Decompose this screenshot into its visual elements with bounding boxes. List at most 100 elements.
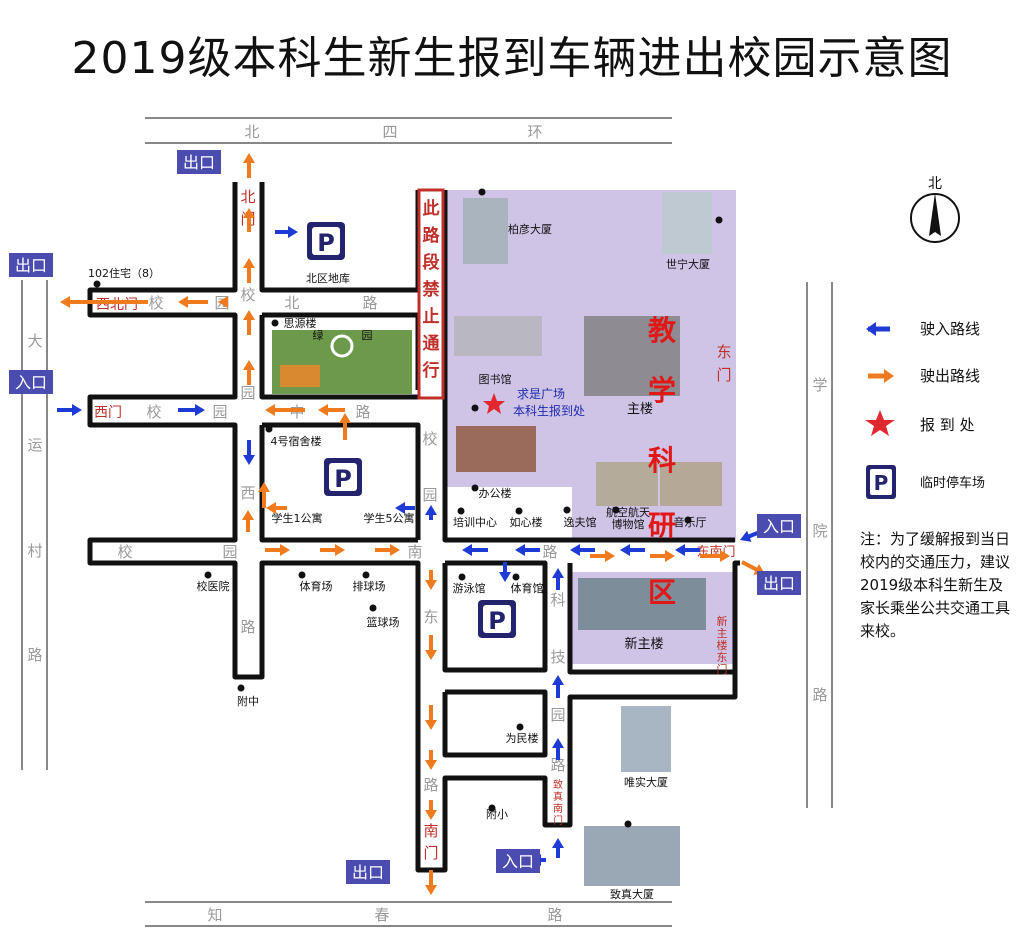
xueyuan-road-label: 学	[812, 376, 827, 394]
in-route-arrow	[515, 544, 540, 556]
out-route-arrow	[425, 570, 437, 590]
location-dot	[488, 804, 496, 812]
restricted-road-char: 禁	[423, 279, 440, 300]
gate-labels: 北门西北门西门南门致真南门东门东南门新主楼东门	[94, 188, 736, 862]
in-route-arrow	[178, 404, 205, 416]
location-dot	[93, 280, 101, 288]
location-dot	[471, 484, 479, 492]
east-exit-sign: 出口	[763, 574, 795, 593]
out-route-arrow	[243, 360, 255, 385]
north-ring-road-label: 四	[382, 123, 397, 141]
north-exit-sign-bg	[177, 150, 221, 174]
main-building-label: 主楼	[627, 402, 653, 417]
location-dot	[512, 573, 520, 581]
location-dot	[237, 684, 245, 692]
training-label: 培训中心	[453, 515, 497, 529]
volleyball-label: 排球场	[353, 579, 386, 593]
in-route-arrow	[275, 226, 298, 238]
legend-star-icon	[865, 410, 895, 436]
out-route-arrow	[425, 870, 437, 895]
weishi-label: 唯实大厦	[624, 775, 668, 789]
qiushi-label: 求是广场	[517, 387, 565, 401]
zhizhen-south-gate-label: 南	[553, 802, 563, 815]
out-route-arrow	[375, 544, 400, 556]
tech-road-label: 路	[550, 756, 565, 774]
location-dot	[271, 319, 279, 327]
west-road-label: 园	[240, 384, 255, 402]
legend-report: 报 到 处	[920, 416, 975, 434]
location-dot	[684, 516, 692, 524]
location-dot	[478, 188, 486, 196]
parking-symbol: P	[334, 465, 352, 493]
location-dot	[563, 506, 571, 514]
zhizhen-label: 致真大厦	[610, 887, 654, 901]
campus-roads	[87, 182, 740, 873]
legend-in-route: 驶入路线	[920, 320, 980, 338]
restricted-road-char: 止	[423, 306, 440, 327]
restricted-road-char: 通	[423, 334, 440, 354]
south-road-label: 园	[422, 486, 437, 504]
south-gate-label: 门	[423, 844, 438, 862]
out-route-arrow	[425, 750, 437, 770]
tech-road-label: 园	[550, 706, 565, 724]
teaching-zone-char: 科	[648, 444, 676, 477]
east-road-label: 路	[423, 776, 438, 794]
out-route-arrow	[700, 550, 730, 562]
legend-parking: 临时停车场	[920, 475, 985, 491]
out-route-arrow	[258, 482, 270, 508]
location-dot	[298, 571, 306, 579]
out-route-arrow	[425, 800, 437, 820]
xueyuan-road-label: 院	[812, 522, 827, 540]
parking-sign	[324, 458, 362, 496]
campus-road-labels: 校园北路中路校园西路校园校园校园南路东路科技园路	[117, 286, 565, 794]
parking-symbol: P	[488, 607, 506, 635]
new-main-east-gate-label: 门	[717, 662, 728, 676]
out-route-arrow	[265, 404, 305, 416]
northwest-exit-sign: 出口	[15, 256, 47, 275]
restricted-road-char: 路	[423, 225, 441, 246]
ruxin-label: 如心楼	[510, 515, 543, 529]
out-route-arrow	[243, 310, 255, 335]
compass	[910, 193, 960, 243]
new-main-east-gate-label: 楼	[717, 638, 728, 652]
tech-road-label: 科	[550, 591, 565, 609]
garden-fountain	[330, 334, 354, 358]
east-entrance-sign-bg	[757, 514, 801, 538]
zhichun-road-label: 知	[207, 906, 222, 924]
dayuncun-road-label: 路	[27, 646, 42, 664]
teaching-zone-char: 教	[648, 314, 676, 347]
teaching-zone-char: 区	[648, 576, 676, 609]
south-west-road-label: 校	[117, 543, 132, 561]
north-ring-road-label: 北	[244, 123, 259, 141]
teaching-zone-char: 研	[648, 509, 676, 542]
new-main-east-gate-label: 东	[717, 651, 728, 664]
east-gate-label: 东	[716, 343, 731, 361]
location-dot	[612, 506, 620, 514]
gym-label: 体育场	[300, 579, 333, 593]
dayuncun-road-label: 大	[27, 332, 42, 350]
west-road-label: 西	[240, 484, 255, 502]
out-route-arrow	[320, 544, 345, 556]
in-route-arrow	[552, 568, 564, 590]
in-route-arrow	[57, 404, 82, 416]
zhizhen-south-gate-label: 致	[553, 778, 563, 791]
out-route-arrow	[425, 705, 437, 730]
library-label: 图书馆	[479, 372, 512, 386]
out-route-arrow	[650, 550, 675, 562]
location-dot	[624, 820, 632, 828]
west-road-label: 路	[240, 618, 255, 636]
out-route-arrow	[243, 208, 255, 232]
location-dots	[93, 188, 723, 828]
east-entrance-sign: 入口	[763, 517, 795, 536]
north-ring-road-label: 环	[527, 123, 542, 141]
west-xiao-road-label: 校	[146, 403, 161, 421]
xueyuan-road-label: 路	[812, 686, 827, 704]
south-exit-sign: 出口	[352, 863, 384, 882]
new-main-label: 新主楼	[624, 636, 663, 652]
hospital-label: 校医院	[197, 579, 230, 593]
in-route-arrow	[552, 738, 564, 760]
traffic-note: 注：为了缓解报到当日校内的交通压力，建议2019级本科生新生及家长乘坐公共交通工…	[860, 530, 1011, 640]
north-road-label: 路	[362, 294, 377, 312]
report-place-star	[483, 393, 505, 414]
